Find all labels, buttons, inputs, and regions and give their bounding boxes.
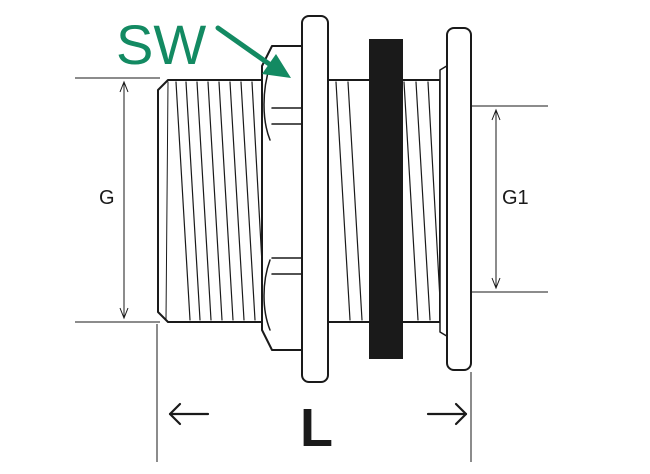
g-label: G [99,187,115,209]
l-right-arrow [426,402,468,426]
sw-pointer-arrow [215,25,291,78]
l-label: L [300,398,333,458]
g1-label: G1 [502,187,529,209]
sw-label: SW [116,13,206,76]
dimension-lines [75,77,548,462]
center-flange [301,15,329,383]
seal-gasket [369,39,403,359]
left-thread-body [157,79,273,323]
l-left-arrow [168,402,210,426]
hex-nut [261,45,303,351]
right-end-flange [446,27,472,371]
